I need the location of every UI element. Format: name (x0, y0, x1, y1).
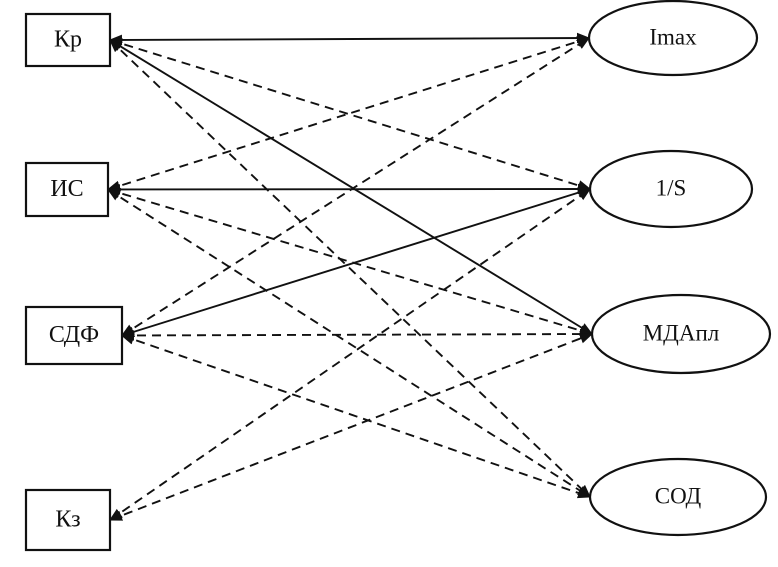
node-sdf[interactable]: СДФ (24, 305, 124, 366)
edge-kp-to-sod (109, 39, 591, 498)
node-label: Кр (54, 27, 82, 53)
edge-sdf-to-mda (120, 328, 594, 341)
node-mda[interactable]: МДАпл (590, 293, 772, 375)
node-kp[interactable]: Кр (24, 12, 112, 68)
node-box-shape (24, 305, 124, 366)
node-box-shape (24, 12, 112, 68)
edge-kz-to-invs (108, 188, 592, 521)
node-invs[interactable]: 1/S (588, 149, 754, 229)
edge-is-to-sod (106, 188, 592, 498)
node-label: СОД (655, 483, 702, 508)
node-ellipse-shape (588, 457, 768, 537)
edge-kp-to-mda (108, 39, 594, 335)
node-label: МДАпл (643, 320, 720, 345)
edge-sdf-to-invs (120, 187, 592, 338)
edge-sdf-to-imax (120, 37, 591, 337)
node-box-shape (24, 488, 112, 552)
edge-kz-to-mda (108, 333, 594, 521)
node-kz[interactable]: Кз (24, 488, 112, 552)
edge-layer (106, 32, 594, 521)
node-label: Imax (649, 24, 697, 49)
edge-kp-to-imax (108, 32, 591, 46)
node-label: СДФ (49, 322, 99, 348)
edge-is-to-invs (106, 183, 592, 195)
node-is[interactable]: ИС (24, 161, 110, 218)
node-ellipse-shape (588, 149, 754, 229)
edge-sdf-to-sod (120, 334, 592, 499)
node-ellipse-shape (590, 293, 772, 375)
node-label: ИС (50, 176, 83, 202)
node-box-shape (24, 161, 110, 218)
node-imax[interactable]: Imax (587, 0, 759, 77)
node-label: Кз (55, 507, 80, 533)
node-ellipse-shape (587, 0, 759, 77)
node-label: 1/S (656, 175, 687, 200)
node-sod[interactable]: СОД (588, 457, 768, 537)
